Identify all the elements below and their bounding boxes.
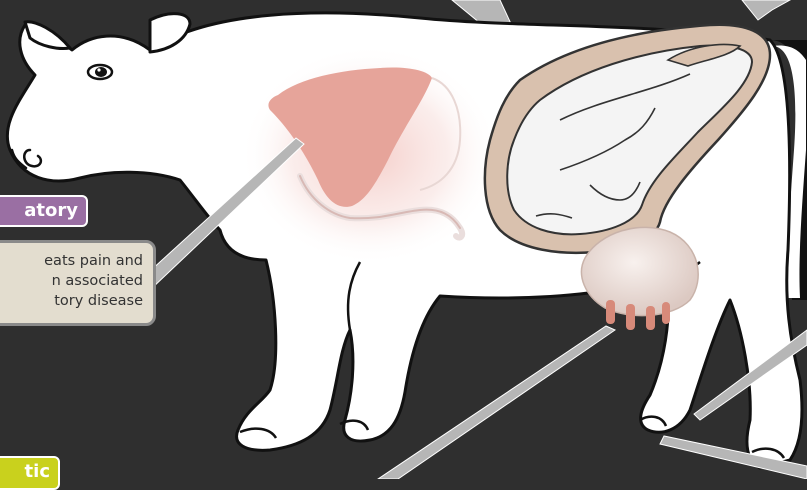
description-line: tory disease [0, 291, 143, 311]
description-line: eats pain and [0, 251, 143, 271]
second-category-tag: tic [0, 456, 60, 490]
respiratory-description-box: eats pain and n associated tory disease [0, 240, 156, 326]
cow-eye-icon [88, 65, 112, 79]
respiratory-category-tag: atory [0, 195, 88, 227]
description-line: n associated [0, 271, 143, 291]
